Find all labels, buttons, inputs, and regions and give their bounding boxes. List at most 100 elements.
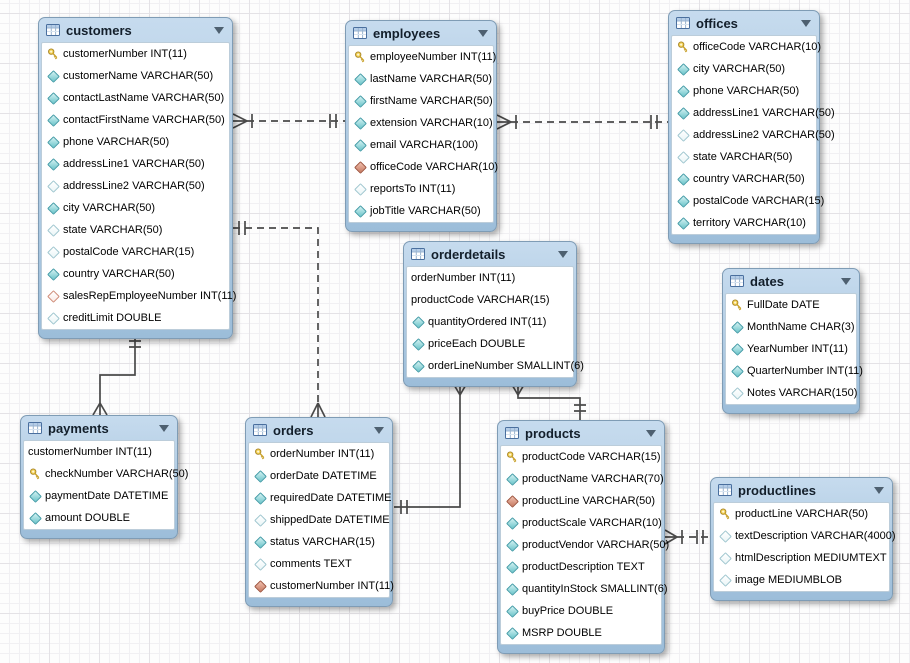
collapse-arrow-icon[interactable] — [646, 429, 656, 437]
field-row[interactable]: priceEach DOUBLE — [407, 333, 573, 355]
diamond-filled-icon — [353, 72, 367, 86]
table-payments[interactable]: payments customerNumber INT(11) checkNum… — [20, 415, 188, 539]
field-row[interactable]: FullDate DATE — [726, 294, 856, 316]
field-row[interactable]: postalCode VARCHAR(15) — [42, 241, 229, 263]
field-row[interactable]: creditLimit DOUBLE — [42, 307, 229, 329]
field-row[interactable]: country VARCHAR(50) — [672, 168, 816, 190]
table-employees[interactable]: employees employeeNumber INT(11) lastNam… — [345, 20, 498, 232]
field-row[interactable]: officeCode VARCHAR(10) — [672, 36, 821, 58]
field-row[interactable]: email VARCHAR(100) — [349, 134, 493, 156]
relationship-products-orderdetails[interactable] — [510, 382, 586, 420]
field-row[interactable]: customerNumber INT(11) — [42, 43, 229, 65]
field-row[interactable]: orderNumber INT(11) — [249, 443, 389, 465]
field-row[interactable]: city VARCHAR(50) — [42, 197, 229, 219]
field-row[interactable]: productLine VARCHAR(50) — [501, 490, 661, 512]
field-row[interactable]: YearNumber INT(11) — [726, 338, 856, 360]
field-row[interactable]: territory VARCHAR(10) — [672, 212, 816, 234]
field-row[interactable]: productCode VARCHAR(15) — [501, 446, 661, 468]
field-row[interactable]: state VARCHAR(50) — [42, 219, 229, 241]
field-row[interactable]: addressLine2 VARCHAR(50) — [672, 124, 835, 146]
field-row[interactable]: city VARCHAR(50) — [672, 58, 816, 80]
field-row[interactable]: employeeNumber INT(11) — [349, 46, 496, 68]
field-row[interactable]: orderLineNumber SMALLINT(6) — [407, 355, 584, 377]
field-row[interactable]: customerName VARCHAR(50) — [42, 65, 229, 87]
field-row[interactable]: jobTitle VARCHAR(50) — [349, 200, 493, 222]
collapse-arrow-icon[interactable] — [841, 277, 851, 285]
collapse-arrow-icon[interactable] — [374, 426, 384, 434]
field-row[interactable]: MonthName CHAR(3) — [726, 316, 856, 338]
table-dates-header[interactable]: dates — [725, 269, 857, 293]
field-row[interactable]: productCode VARCHAR(15) — [407, 289, 573, 311]
relationship-orders-orderdetails[interactable] — [394, 382, 468, 514]
field-row[interactable]: contactFirstName VARCHAR(50) — [42, 109, 229, 131]
collapse-arrow-icon[interactable] — [214, 26, 224, 34]
field-row[interactable]: requiredDate DATETIME — [249, 487, 391, 509]
field-row[interactable]: state VARCHAR(50) — [672, 146, 816, 168]
field-row[interactable]: postalCode VARCHAR(15) — [672, 190, 824, 212]
field-row[interactable]: quantityInStock SMALLINT(6) — [501, 578, 668, 600]
table-products[interactable]: products productCode VARCHAR(15) product… — [497, 420, 669, 654]
table-payments-header[interactable]: payments — [23, 416, 175, 440]
field-row[interactable]: customerNumber INT(11) — [24, 441, 174, 463]
field-row[interactable]: productDescription TEXT — [501, 556, 661, 578]
field-row[interactable]: QuarterNumber INT(11) — [726, 360, 863, 382]
field-row[interactable]: Notes VARCHAR(150) — [726, 382, 857, 404]
field-row[interactable]: status VARCHAR(15) — [249, 531, 389, 553]
field-row[interactable]: phone VARCHAR(50) — [42, 131, 229, 153]
table-orders[interactable]: orders orderNumber INT(11) orderDate DAT… — [245, 417, 394, 607]
field-row[interactable]: MSRP DOUBLE — [501, 622, 661, 644]
field-row[interactable]: officeCode VARCHAR(10) — [349, 156, 498, 178]
table-products-header[interactable]: products — [500, 421, 662, 445]
field-row[interactable]: buyPrice DOUBLE — [501, 600, 661, 622]
field-row[interactable]: lastName VARCHAR(50) — [349, 68, 493, 90]
collapse-arrow-icon[interactable] — [478, 29, 488, 37]
field-row[interactable]: productName VARCHAR(70) — [501, 468, 664, 490]
field-row[interactable]: quantityOrdered INT(11) — [407, 311, 573, 333]
relationship-products-productlines[interactable] — [664, 529, 710, 545]
field-row[interactable]: image MEDIUMBLOB — [714, 569, 889, 591]
field-row[interactable]: customerNumber INT(11) — [249, 575, 394, 597]
table-employees-header[interactable]: employees — [348, 21, 494, 45]
relationship-customers-payments[interactable] — [92, 334, 141, 416]
field-row[interactable]: addressLine1 VARCHAR(50) — [672, 102, 835, 124]
collapse-arrow-icon[interactable] — [801, 19, 811, 27]
field-row[interactable]: phone VARCHAR(50) — [672, 80, 816, 102]
collapse-arrow-icon[interactable] — [874, 486, 884, 494]
table-orders-header[interactable]: orders — [248, 418, 390, 442]
relationship-customers-employees[interactable] — [232, 113, 345, 129]
field-row[interactable]: amount DOUBLE — [24, 507, 174, 529]
field-row[interactable]: firstName VARCHAR(50) — [349, 90, 493, 112]
field-row[interactable]: productVendor VARCHAR(50) — [501, 534, 669, 556]
relationship-customers-orders[interactable] — [233, 221, 326, 418]
field-row[interactable]: htmlDescription MEDIUMTEXT — [714, 547, 889, 569]
field-row[interactable]: addressLine2 VARCHAR(50) — [42, 175, 229, 197]
field-row[interactable]: productLine VARCHAR(50) — [714, 503, 889, 525]
field-row[interactable]: extension VARCHAR(10) — [349, 112, 493, 134]
table-dates[interactable]: dates FullDate DATE MonthName CHAR(3) Ye… — [722, 268, 863, 414]
collapse-arrow-icon[interactable] — [159, 424, 169, 432]
field-row[interactable]: comments TEXT — [249, 553, 389, 575]
field-row[interactable]: paymentDate DATETIME — [24, 485, 174, 507]
table-offices[interactable]: offices officeCode VARCHAR(10) city VARC… — [668, 10, 835, 244]
table-customers-header[interactable]: customers — [41, 18, 230, 42]
table-orderdetails-header[interactable]: orderdetails — [406, 242, 574, 266]
field-row[interactable]: country VARCHAR(50) — [42, 263, 229, 285]
field-row[interactable]: textDescription VARCHAR(4000) — [714, 525, 896, 547]
field-row[interactable]: orderNumber INT(11) — [407, 267, 573, 289]
field-row[interactable]: addressLine1 VARCHAR(50) — [42, 153, 229, 175]
field-row[interactable]: salesRepEmployeeNumber INT(11) — [42, 285, 236, 307]
field-row[interactable]: orderDate DATETIME — [249, 465, 389, 487]
field-row[interactable]: shippedDate DATETIME — [249, 509, 390, 531]
relationship-employees-offices[interactable] — [496, 114, 668, 130]
table-productlines-header[interactable]: productlines — [713, 478, 890, 502]
table-productlines[interactable]: productlines productLine VARCHAR(50) tex… — [710, 477, 896, 601]
field-row[interactable]: productScale VARCHAR(10) — [501, 512, 662, 534]
table-offices-header[interactable]: offices — [671, 11, 817, 35]
table-customers[interactable]: customers customerNumber INT(11) custome… — [38, 17, 236, 339]
field-row[interactable]: reportsTo INT(11) — [349, 178, 493, 200]
table-orderdetails[interactable]: orderdetails orderNumber INT(11) product… — [403, 241, 584, 387]
field-row[interactable]: checkNumber VARCHAR(50) — [24, 463, 188, 485]
collapse-arrow-icon[interactable] — [558, 250, 568, 258]
field-row[interactable]: contactLastName VARCHAR(50) — [42, 87, 229, 109]
